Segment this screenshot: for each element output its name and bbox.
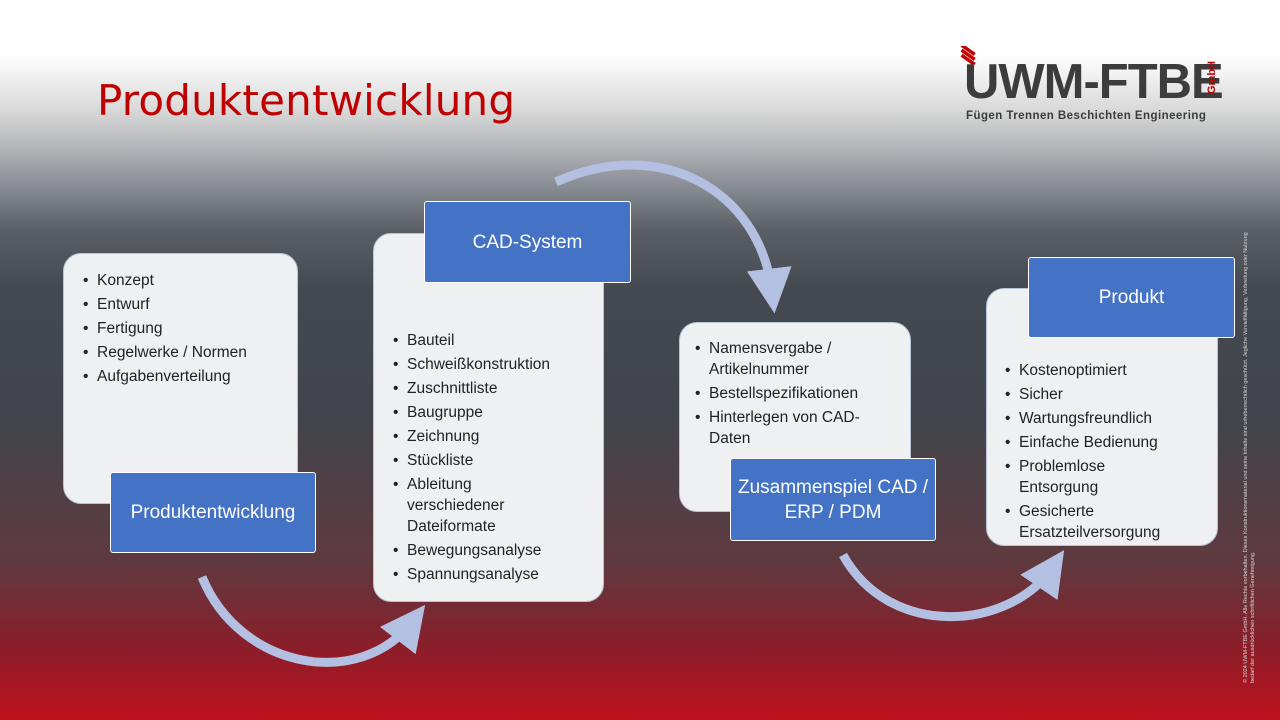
step-2-panel: Bauteil Schweißkonstruktion Zuschnittlis… xyxy=(373,233,604,602)
step-4-list: Kostenoptimiert Sicher Wartungsfreundlic… xyxy=(1005,360,1210,546)
list-item: Hinterlegen von CAD-Daten xyxy=(695,407,870,449)
list-item: Problemlose Entsorgung xyxy=(1005,456,1129,498)
list-item: Schweißkonstruktion xyxy=(393,354,593,375)
list-item: Stückliste xyxy=(393,450,593,471)
list-item: Bewegungsanalyse xyxy=(393,540,593,561)
list-item: Zeichnung xyxy=(393,426,593,447)
arrow-step2-to-step3 xyxy=(554,160,792,314)
step-4-label: Produkt xyxy=(1028,257,1235,338)
list-item: Bauteil xyxy=(393,330,593,351)
step-1-panel: Konzept Entwurf Fertigung Regelwerke / N… xyxy=(63,253,298,504)
list-item: Namensvergabe / Artikelnummer xyxy=(695,338,870,380)
step-2-label: CAD-System xyxy=(424,201,631,283)
list-item: Ableitung verschiedener Dateiformate xyxy=(393,474,527,537)
list-item: Fertigung xyxy=(83,318,293,339)
step-1-list: Konzept Entwurf Fertigung Regelwerke / N… xyxy=(83,270,293,390)
list-item: Baugruppe xyxy=(393,402,593,423)
step-2-list: Bauteil Schweißkonstruktion Zuschnittlis… xyxy=(393,330,593,588)
arrow-step1-to-step2 xyxy=(197,575,426,667)
step-1-label: Produktentwicklung xyxy=(110,472,316,553)
list-item: Wartungsfreundlich xyxy=(1005,408,1210,429)
list-item: Bestellspezifikationen xyxy=(695,383,870,404)
list-item: Einfache Bedienung xyxy=(1005,432,1210,453)
logo-tagline: Fügen Trennen Beschichten Engineering xyxy=(966,110,1207,122)
company-logo: UWM-FTBE GmbH Fügen Trennen Beschichten … xyxy=(958,46,1230,128)
logo-wordmark: UWM-FTBE xyxy=(964,55,1224,109)
step-3-list: Namensvergabe / Artikelnummer Bestellspe… xyxy=(695,338,870,452)
list-item: Gesicherte Ersatzteilversorgung xyxy=(1005,501,1179,543)
step-3-label: Zusammenspiel CAD / ERP / PDM xyxy=(730,458,936,541)
logo-bars-icon xyxy=(960,46,976,66)
slide-title: Produktentwicklung xyxy=(97,76,516,125)
list-item: Sicher xyxy=(1005,384,1210,405)
list-item: Spannungsanalyse xyxy=(393,564,593,585)
list-item: Aufgabenverteilung xyxy=(83,366,293,387)
list-item: Kostenoptimiert xyxy=(1005,360,1210,381)
list-item: Entwurf xyxy=(83,294,293,315)
copyright-notice: © 2024 UWM-FTBE GmbH. Alle Rechte vorbeh… xyxy=(1243,232,1256,683)
list-item: Zuschnittliste xyxy=(393,378,593,399)
list-item: Konzept xyxy=(83,270,293,291)
arrow-step3-to-step4 xyxy=(839,550,1065,622)
list-item: Regelwerke / Normen xyxy=(83,342,293,363)
